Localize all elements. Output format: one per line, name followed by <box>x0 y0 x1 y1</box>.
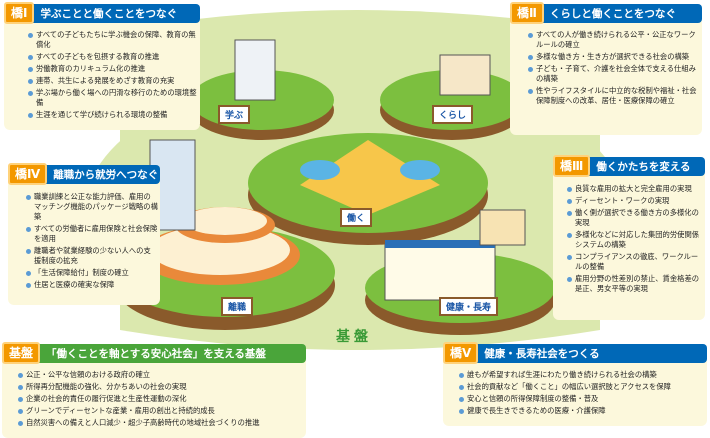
list-item: 所得再分配機能の強化、分かちあいの社会の実現 <box>18 382 303 392</box>
list-item: コンプライアンスの徹底、ワークルールの整備 <box>567 252 703 272</box>
panel-title: くらしと働くことをつなぐ <box>549 8 676 20</box>
panel-list: 誰もが希望すれば生涯にわたり働き続けられる社会の構築社会的貢献など「働くこと」の… <box>459 370 705 418</box>
list-item: 労働教育のカリキュラム化の推進 <box>28 64 198 74</box>
panel-badge: 橋Ⅴ <box>443 341 479 364</box>
panel-bridge3: 橋Ⅲ 働くかたちを変える 良質な雇用の拡大と完全雇用の実現ディーセント・ワークの実… <box>553 154 705 320</box>
ground-label: 基盤 <box>336 329 372 345</box>
list-item: 離職者や就業経験の少ない人への支援制度の拡充 <box>26 246 158 266</box>
panel-list: 職業訓練と公正な能力評価、雇用のマッチング機能のパッケージ戦略の構築すべての労働… <box>26 192 158 292</box>
sign-life: くらし <box>432 105 474 124</box>
panel-badge: 橋Ⅱ <box>510 1 544 24</box>
list-item: 子ども・子育て、介護を社会全体で支える仕組みの構築 <box>528 64 698 84</box>
island-leave <box>115 139 335 330</box>
list-item: すべての子どもを包摂する教育の推進 <box>28 52 198 62</box>
sign-learn: 学ぶ <box>218 105 251 124</box>
panel-bridge1: 橋Ⅰ 学ぶことと働くことをつなぐ すべての子どもたちに学ぶ機会の保障、教育の無償化… <box>4 1 200 130</box>
panel-title: 健康・長寿社会をつくる <box>484 348 600 360</box>
panel-badge: 基盤 <box>2 341 41 364</box>
panel-badge: 橋Ⅰ <box>4 1 35 24</box>
panel-title: 「働くことを軸とする安心社会」を支える基盤 <box>46 348 266 360</box>
panel-title: 離職から就労へつなぐ <box>53 169 159 181</box>
list-item: 安心と信頼の所得保障制度の整備・普及 <box>459 394 705 404</box>
list-item: 自然災害への備えと人口減少・超少子高齢時代の地域社会づくりの推進 <box>18 418 303 428</box>
list-item: ディーセント・ワークの実現 <box>567 196 703 206</box>
panel-list: 公正・公平な信頼のおける政府の確立所得再分配機能の強化、分かちあいの社会の実現企… <box>18 370 303 430</box>
panel-list: すべての子どもたちに学ぶ機会の保障、教育の無償化すべての子どもを包摂する教育の推… <box>28 30 198 122</box>
list-item: 良質な雇用の拡大と完全雇用の実現 <box>567 184 703 194</box>
panel-header: 橋Ⅰ 学ぶことと働くことをつなぐ <box>4 1 200 24</box>
list-item: 社会的貢献など「働くこと」の幅広い選択肢とアクセスを保障 <box>459 382 705 392</box>
list-item: 働く側が選択できる働き方の多様化の実現 <box>567 208 703 228</box>
list-item: 企業の社会的責任の履行促進と生産性運動の深化 <box>18 394 303 404</box>
panel-title: 学ぶことと働くことをつなぐ <box>40 8 177 20</box>
panel-base: 基盤「働くことを軸とする安心社会」を支える基盤 公正・公平な信頼のおける政府の確… <box>2 341 306 438</box>
list-item: 「生活保障給付」制度の確立 <box>26 268 158 278</box>
sign-leave: 離職 <box>221 297 254 316</box>
list-item: 性やライフスタイルに中立的な税制や福祉・社会保障制度への改革、居住・医療保障の確… <box>528 86 698 106</box>
island-life <box>380 54 524 140</box>
list-item: 健康で長生きできるための医療・介護保障 <box>459 406 705 416</box>
panel-badge: 橋Ⅲ <box>553 154 591 177</box>
list-item: 連帯、共生による発展をめざす教育の充実 <box>28 76 198 86</box>
list-item: 職業訓練と公正な能力評価、雇用のマッチング機能のパッケージ戦略の構築 <box>26 192 158 222</box>
list-item: 学ぶ場から働く場への円滑な移行のための環境整備 <box>28 88 198 108</box>
panel-list: すべての人が働き続けられる公平・公正なワークルールの確立多様な働き方・生き方が選… <box>528 30 698 108</box>
panel-bridge4: 橋Ⅳ 離職から就労へつなぐ 職業訓練と公正な能力評価、雇用のマッチング機能のパッケ… <box>8 162 160 305</box>
list-item: 住居と医療の確実な保障 <box>26 280 158 290</box>
list-item: 多様な働き方・生き方が選択できる社会の構築 <box>528 52 698 62</box>
island-work <box>248 133 488 245</box>
sign-work: 働く <box>340 208 373 227</box>
panel-badge: 橋Ⅳ <box>8 162 48 185</box>
list-item: すべての人が働き続けられる公平・公正なワークルールの確立 <box>528 30 698 50</box>
panel-bridge2: 橋Ⅱ くらしと働くことをつなぐ すべての人が働き続けられる公平・公正なワークルール… <box>510 1 702 135</box>
sign-health: 健康・長寿 <box>439 297 499 316</box>
list-item: 生涯を通じて学び続けられる環境の整備 <box>28 110 198 120</box>
list-item: グリーンでディーセントな産業・雇用の創出と持続的成長 <box>18 406 303 416</box>
panel-list: 良質な雇用の拡大と完全雇用の実現ディーセント・ワークの実現働く側が選択できる働き… <box>567 184 703 296</box>
list-item: 公正・公平な信頼のおける政府の確立 <box>18 370 303 380</box>
list-item: すべての子どもたちに学ぶ機会の保障、教育の無償化 <box>28 30 198 50</box>
list-item: 誰もが希望すれば生涯にわたり働き続けられる社会の構築 <box>459 370 705 380</box>
list-item: すべての労働者に雇用保険と社会保険を適用 <box>26 224 158 244</box>
panel-title: 働くかたちを変える <box>596 161 691 173</box>
panel-bridge5: 橋Ⅴ 健康・長寿社会をつくる 誰もが希望すれば生涯にわたり働き続けられる社会の構築… <box>443 341 707 426</box>
list-item: 雇用分野の性差別の禁止、賃金格差の是正、男女平等の実現 <box>567 274 703 294</box>
list-item: 多様化などに対応した集団的労使関係システムの構築 <box>567 230 703 250</box>
